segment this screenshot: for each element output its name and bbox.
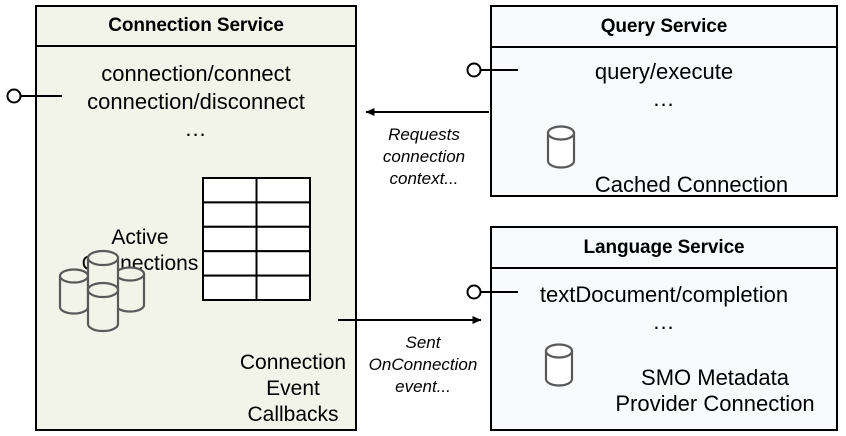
query-service-endpoint-list: query/execute ...: [492, 58, 836, 112]
component-query-service[interactable]: Query Service query/execute ... Cached C…: [490, 5, 838, 197]
endpoint-query-execute[interactable]: query/execute: [594, 59, 734, 84]
query-service-body: query/execute ... Cached Connection: [492, 48, 836, 198]
language-service-endpoint-list: textDocument/completion ...: [492, 281, 836, 335]
connector-caption-requests-connection-context: Requests connection context...: [360, 124, 488, 190]
active-connections-label: Active Connections: [55, 225, 225, 277]
query-service-title: Query Service: [492, 7, 836, 48]
smo-label-line2: Provider Connection: [615, 391, 815, 416]
connection-event-callbacks-label: Connection Event Callbacks: [217, 350, 369, 428]
caption-requests-line1: Requests: [388, 125, 460, 144]
connection-service-body: connection/connect connection/disconnect…: [37, 47, 355, 429]
connection-service-endpoint-list: connection/connect connection/disconnect…: [37, 60, 355, 142]
connection-service-endpoints-ellipsis: ...: [185, 116, 207, 141]
language-service-title: Language Service: [492, 228, 836, 269]
active-connections-label-line2: Connections: [81, 252, 199, 275]
cached-connection-label-line1: Cached Connection: [594, 172, 789, 197]
caption-requests-line2: connection: [382, 147, 466, 166]
component-language-service[interactable]: Language Service textDocument/completion…: [490, 226, 838, 431]
callbacks-label-line2: Event: [266, 377, 320, 400]
component-connection-service[interactable]: Connection Service connection/connect co…: [35, 5, 357, 431]
endpoint-connection-connect[interactable]: connection/connect: [101, 61, 291, 86]
smo-metadata-provider-connection-label: SMO Metadata Provider Connection: [600, 365, 830, 417]
smo-label-line1: SMO Metadata: [641, 365, 789, 390]
callbacks-label-line1: Connection: [239, 351, 347, 374]
active-connections-label-line1: Active: [111, 226, 169, 249]
caption-sent-line1: Sent: [405, 333, 441, 352]
connection-service-title: Connection Service: [37, 7, 355, 47]
query-service-endpoints-ellipsis: ...: [653, 86, 675, 111]
cached-connection-label: Cached Connection: [584, 172, 799, 198]
endpoint-textdocument-completion[interactable]: textDocument/completion: [539, 282, 789, 307]
language-service-body: textDocument/completion ... SMO Metadata…: [492, 269, 836, 429]
endpoint-connection-disconnect[interactable]: connection/disconnect: [87, 89, 305, 114]
connector-caption-sent-onconnection-event: Sent OnConnection event...: [358, 332, 488, 398]
language-service-endpoints-ellipsis: ...: [653, 309, 675, 334]
callbacks-label-line3: Callbacks: [247, 403, 339, 426]
caption-sent-line2: OnConnection: [368, 355, 478, 374]
caption-sent-line3: event...: [395, 377, 451, 396]
caption-requests-line3: context...: [389, 169, 459, 188]
